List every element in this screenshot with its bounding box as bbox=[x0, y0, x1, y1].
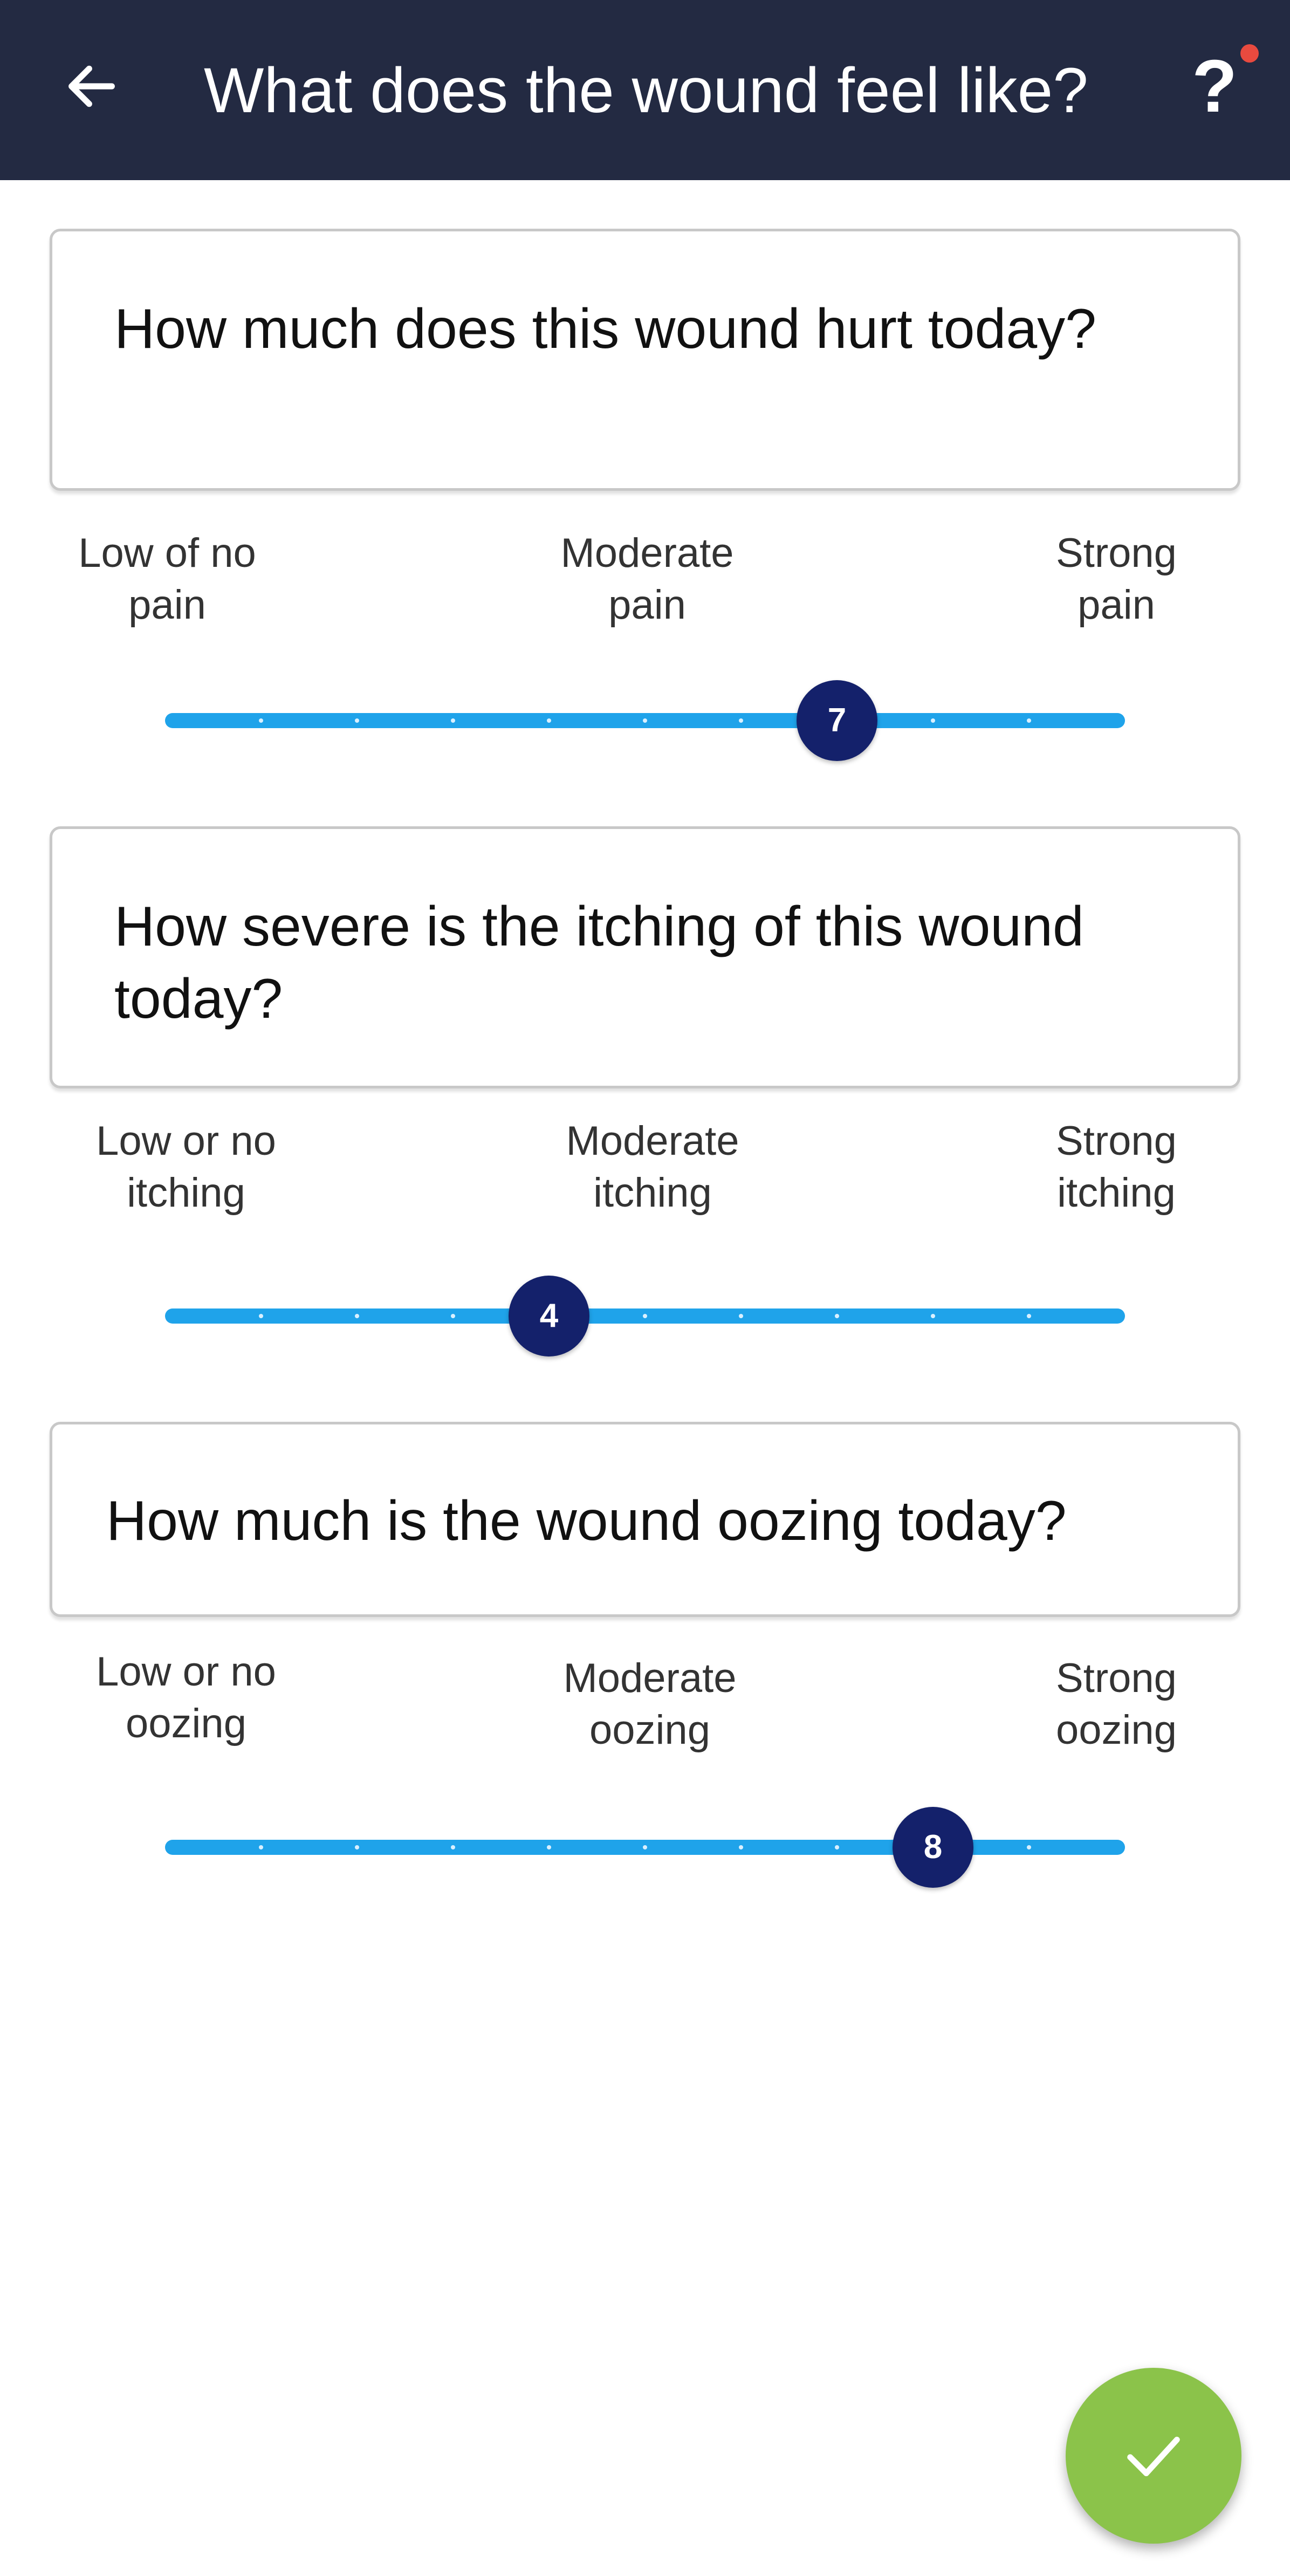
scale-label-moderate-pain: Moderate pain bbox=[560, 530, 734, 628]
oozing-slider[interactable]: 8 bbox=[165, 1807, 1125, 1888]
scale-label-strong-oozing: Strong oozing bbox=[1056, 1655, 1177, 1753]
slider-tick bbox=[931, 1314, 935, 1318]
slider-tick bbox=[259, 1314, 263, 1318]
slider-tick bbox=[643, 1314, 647, 1318]
scale-label-low-pain: Low of no pain bbox=[78, 530, 256, 628]
slider-thumb[interactable]: 4 bbox=[509, 1276, 589, 1356]
arrow-left-icon bbox=[68, 65, 115, 107]
slider-tick bbox=[547, 718, 551, 723]
slider-tick bbox=[643, 718, 647, 723]
slider-tick bbox=[547, 1845, 551, 1849]
itching-slider[interactable]: 4 bbox=[165, 1276, 1125, 1356]
pain-slider[interactable]: 7 bbox=[165, 680, 1125, 761]
scale-label-moderate-itching: Moderate itching bbox=[566, 1118, 739, 1216]
slider-tick bbox=[451, 1845, 455, 1849]
slider-tick bbox=[739, 1845, 743, 1849]
slider-tick bbox=[451, 1314, 455, 1318]
scale-label-moderate-oozing: Moderate oozing bbox=[563, 1655, 737, 1753]
scale-label-strong-itching: Strong itching bbox=[1056, 1118, 1177, 1216]
question-card-oozing: How much is the wound oozing today? bbox=[50, 1422, 1240, 1617]
slider-tick bbox=[259, 718, 263, 723]
checkmark-icon bbox=[1127, 2436, 1180, 2476]
slider-tick bbox=[259, 1845, 263, 1849]
question-text-oozing: How much is the wound oozing today? bbox=[106, 1490, 1067, 1552]
notification-dot bbox=[1240, 44, 1259, 63]
question-text-pain: How much does this wound hurt today? bbox=[114, 298, 1097, 360]
slider-thumb[interactable]: 8 bbox=[893, 1807, 973, 1888]
back-button[interactable] bbox=[49, 43, 135, 129]
slider-tick bbox=[931, 718, 935, 723]
app-bar: What does the wound feel like? ? bbox=[0, 0, 1290, 180]
slider-thumb[interactable]: 7 bbox=[797, 680, 877, 761]
question-card-itching: How severe is the itching of this wound … bbox=[50, 826, 1240, 1088]
slider-tick bbox=[355, 1845, 359, 1849]
slider-tick bbox=[1027, 1845, 1031, 1849]
scale-label-strong-pain: Strong pain bbox=[1056, 530, 1177, 628]
slider-tick bbox=[355, 1314, 359, 1318]
slider-tick bbox=[835, 1845, 839, 1849]
slider-tick bbox=[355, 718, 359, 723]
slider-tick bbox=[739, 1314, 743, 1318]
scale-label-low-oozing: Low or no oozing bbox=[96, 1649, 276, 1746]
slider-tick bbox=[739, 718, 743, 723]
scale-label-low-itching: Low or no itching bbox=[96, 1118, 276, 1216]
slider-tick bbox=[451, 718, 455, 723]
question-card-pain: How much does this wound hurt today? bbox=[50, 229, 1240, 491]
slider-tick bbox=[835, 1314, 839, 1318]
question-text-itching: How severe is the itching of this wound … bbox=[114, 895, 1084, 1030]
slider-tick bbox=[1027, 1314, 1031, 1318]
slider-tick bbox=[1027, 718, 1031, 723]
slider-tick bbox=[643, 1845, 647, 1849]
page-title: What does the wound feel like? bbox=[204, 55, 1088, 126]
confirm-button[interactable] bbox=[1066, 2368, 1241, 2544]
question-mark-icon: ? bbox=[1192, 45, 1238, 128]
help-button[interactable]: ? bbox=[1176, 38, 1262, 135]
